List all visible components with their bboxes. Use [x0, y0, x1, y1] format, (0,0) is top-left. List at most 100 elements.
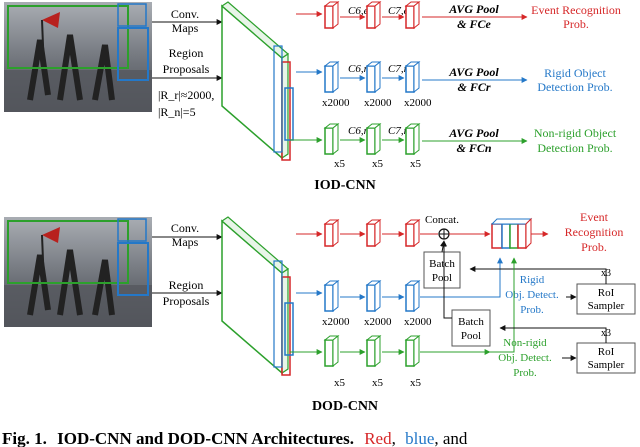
dod-nonrigid-2: Obj. Detect. [498, 352, 552, 364]
dod-green-x5-3: x5 [410, 377, 422, 389]
dod-roi-1-label-2: Sampler [588, 300, 625, 312]
caption-comma: , [392, 429, 396, 447]
iod-out-n-2: Detection Prob. [537, 141, 612, 155]
dod-blue-x2000-2: x2000 [364, 316, 392, 328]
dod-red-fc6 [323, 218, 340, 248]
iod-title: IOD-CNN [314, 178, 375, 193]
dod-input-image [4, 217, 152, 327]
iod-green-x5-3: x5 [410, 158, 422, 170]
iod-green-x5-1: x5 [334, 158, 346, 170]
dod-batch-pool-1: Batch Pool [423, 251, 461, 289]
dod-out-e-1: Event [580, 210, 609, 224]
iod-conv-maps-label-2: Maps [172, 21, 199, 35]
dod-concat-stack [490, 217, 533, 250]
dod-green-fc7 [365, 334, 382, 368]
iod-conv-block [221, 1, 294, 161]
dod-roi-1-label-1: RoI [598, 287, 615, 299]
dod-blue-fc6 [323, 279, 340, 313]
iod-avgpool-n-1: AVG Pool [448, 126, 499, 140]
dod-title: DOD-CNN [312, 399, 378, 414]
iod-red-fc7 [365, 0, 382, 30]
dod-roi-2-label-1: RoI [598, 346, 615, 358]
iod-out-e-2: Prob. [563, 17, 589, 31]
iod-out-n-1: Non-rigid Object [534, 126, 617, 140]
iod-blue-x2000-2: x2000 [364, 97, 392, 109]
dod-conv-block [221, 216, 294, 376]
iod-c7n-label: C7,n [388, 125, 410, 137]
iod-blue-x2000-3: x2000 [404, 97, 432, 109]
dod-nonrigid-3: Prob. [513, 367, 537, 379]
iod-out-e-1: Event Recognition [531, 3, 621, 17]
dod-roi2-to-pool2 [499, 325, 607, 343]
caption-red: Red [364, 429, 392, 447]
iod-red-fc6 [323, 0, 340, 30]
iod-region-label-1: Region [169, 46, 204, 60]
iod-out-r-2: Detection Prob. [537, 80, 612, 94]
dod-nonrigid-1: Non-rigid [503, 337, 547, 349]
dod-rigid-3: Prob. [520, 304, 544, 316]
caption-and: , and [434, 429, 468, 447]
dod-region-label-2: Proposals [163, 294, 210, 308]
dod-conv-maps-label-1: Conv. [171, 221, 199, 235]
iod-input-image [4, 2, 152, 112]
iod-green-x5-2: x5 [372, 158, 384, 170]
dod-pool2-to-concat [441, 240, 452, 319]
dod-red-fc7 [365, 218, 382, 248]
dod-batch-pool-2-label-1: Batch [458, 316, 484, 328]
dod-conv-maps-label-2: Maps [172, 235, 199, 249]
iod-out-r-1: Rigid Object [544, 66, 606, 80]
caption-bold: IOD-CNN and DOD-CNN Architectures. [57, 429, 354, 447]
iod-conv-maps-label-1: Conv. [171, 7, 199, 21]
dod-out-e-2: Recognition [565, 225, 624, 239]
iod-avgpool-e-2: & FCe [457, 17, 491, 31]
dod-out-e-3: Prob. [581, 240, 607, 254]
caption-blue: blue [405, 429, 434, 447]
iod-count-n: |R_n|=5 [158, 105, 196, 119]
iod-avgpool-n-2: & FCn [456, 141, 491, 155]
dod-blue-fc7 [365, 279, 382, 313]
iod-blue-x2000-1: x2000 [322, 97, 350, 109]
dod-green-fc8 [404, 334, 421, 368]
iod-avgpool-r-1: AVG Pool [448, 65, 499, 79]
dod-blue-x2000-1: x2000 [322, 316, 350, 328]
dod-roi-sampler-2: RoI Sampler [576, 342, 636, 374]
dod-batch-pool-2: Batch Pool [451, 309, 491, 347]
dod-batch-pool-1-label-2: Pool [432, 272, 452, 284]
dod-batch-pool-2-label-2: Pool [461, 330, 481, 342]
dod-roi1-to-pool1 [469, 266, 607, 284]
dod-green-x5-1: x5 [334, 377, 346, 389]
iod-section: Conv. Maps Region Proposals |R_r|≈2000, … [4, 0, 621, 193]
dod-roi-sampler-1: RoI Sampler [576, 283, 636, 315]
dod-blue-x2000-3: x2000 [404, 316, 432, 328]
iod-blue-fc6 [323, 60, 340, 94]
dod-section: Conv. Maps Region Proposals [4, 210, 636, 414]
iod-c6e-label: C6,e [348, 5, 369, 17]
iod-red-fc8 [404, 0, 421, 30]
dod-green-x5-2: x5 [372, 377, 384, 389]
dod-blue-fc8 [404, 279, 421, 313]
iod-c6r-label: C6,r [348, 63, 369, 75]
dod-batch-pool-1-label-1: Batch [429, 258, 455, 270]
dod-rigid-1: Rigid [520, 274, 545, 286]
iod-blue-fc7 [365, 60, 382, 94]
dod-concat-node [438, 228, 450, 240]
iod-green-fc8 [404, 122, 421, 156]
dod-rigid-2: Obj. Detect. [505, 289, 559, 301]
iod-blue-fc8 [404, 60, 421, 94]
iod-green-fc6 [323, 122, 340, 156]
iod-avgpool-r-2: & FCr [457, 80, 490, 94]
dod-red-fc8 [404, 218, 421, 248]
iod-region-label-2: Proposals [163, 62, 210, 76]
iod-green-fc7 [365, 122, 382, 156]
caption-prefix: Fig. 1. [2, 429, 47, 447]
dod-region-label-1: Region [169, 278, 204, 292]
dod-concat-label: Concat. [425, 214, 459, 226]
iod-c7r-label: C7,r [388, 63, 409, 75]
iod-c6n-label: C6,n [348, 125, 370, 137]
figure-caption: Fig. 1. IOD-CNN and DOD-CNN Architecture… [2, 429, 468, 447]
iod-avgpool-e-1: AVG Pool [448, 2, 499, 16]
dod-roi-2-label-2: Sampler [588, 359, 625, 371]
iod-count-r: |R_r|≈2000, [158, 88, 214, 102]
dod-green-fc6 [323, 334, 340, 368]
